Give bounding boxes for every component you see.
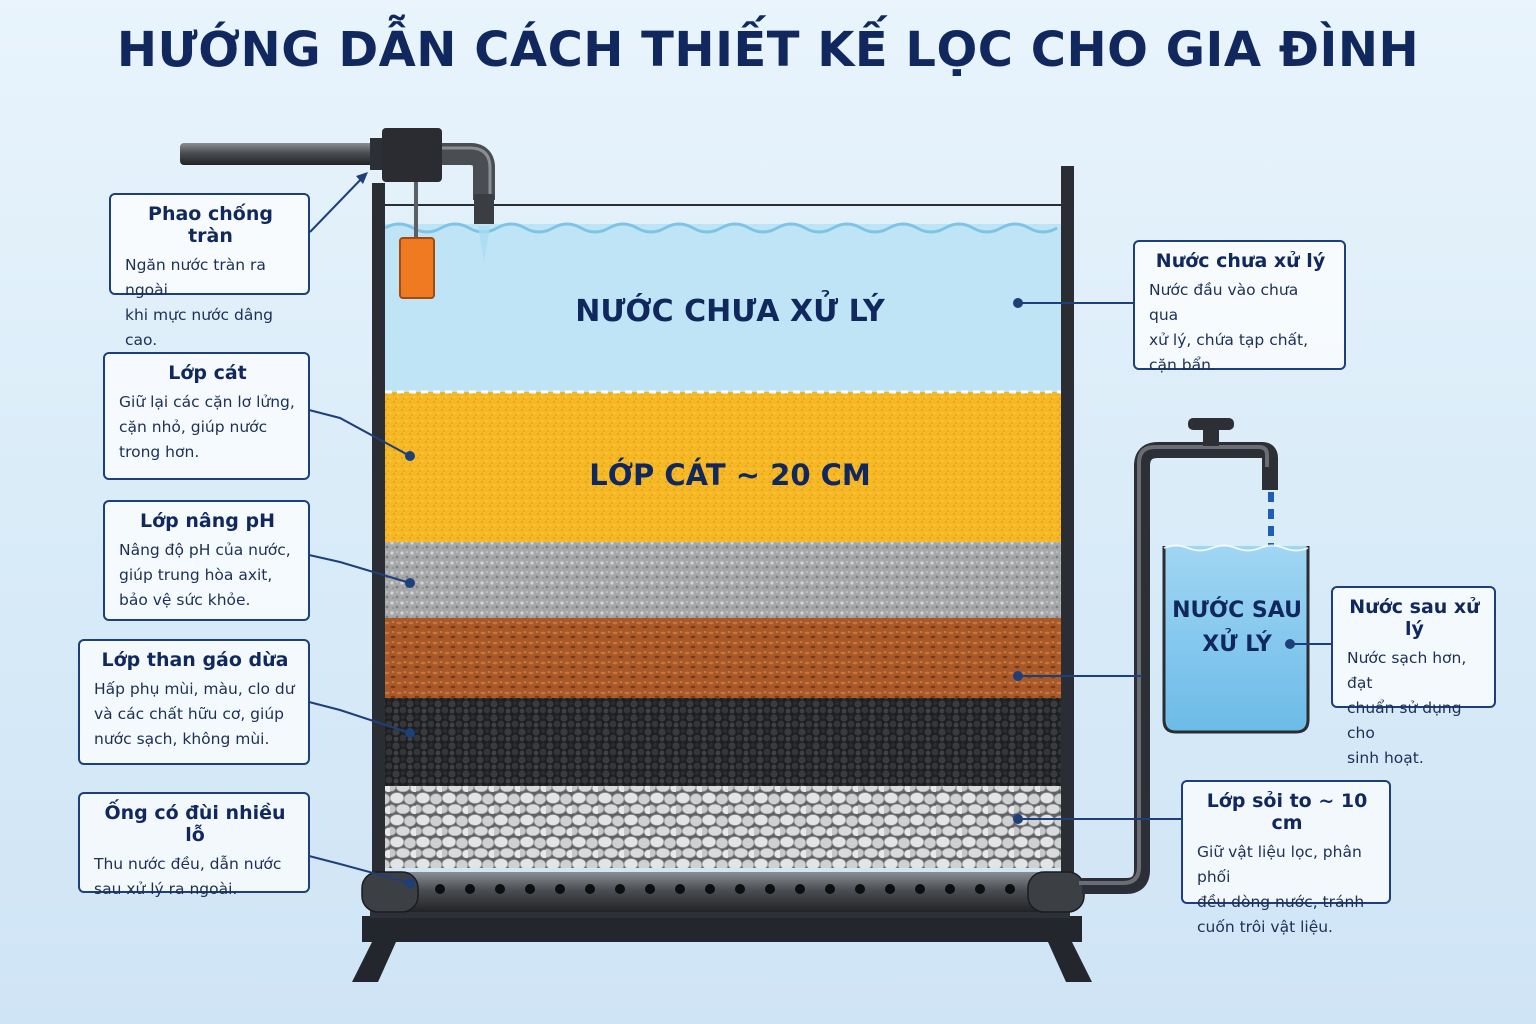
callout-line: trong hơn. bbox=[119, 443, 200, 461]
callout-body: Thu nước đều, dẫn nước sau xử lý ra ngoà… bbox=[94, 852, 296, 902]
outlet-pipe bbox=[1079, 418, 1278, 894]
callout-gravel: Lớp sỏi to ~ 10 cm Giữ vật liệu lọc, phâ… bbox=[1181, 780, 1391, 936]
callout-float-valve: Phao chống tràn Ngăn nước tràn ra ngoài … bbox=[109, 193, 310, 349]
callout-line: bảo vệ sức khỏe. bbox=[119, 591, 251, 609]
callout-line: Ngăn nước tràn ra ngoài bbox=[125, 256, 266, 299]
sand-layer-label: LỚP CÁT ~ 20 CM bbox=[589, 458, 871, 492]
callout-title: Phao chống tràn bbox=[148, 203, 273, 247]
pipe-hole bbox=[765, 884, 775, 894]
pipe-hole bbox=[495, 884, 505, 894]
callout-title: Ống có đùi nhiều lỗ bbox=[104, 802, 286, 846]
callout-body: Nước đầu vào chưa qua xử lý, chứa tạp ch… bbox=[1149, 278, 1332, 378]
pipe-hole bbox=[465, 884, 475, 894]
callout-line: giúp trung hòa axit, bbox=[119, 566, 273, 584]
water-surface bbox=[384, 222, 1058, 234]
pipe-hole bbox=[795, 884, 805, 894]
output-water-label-line2: XỬ LÝ bbox=[1202, 632, 1272, 657]
output-jar bbox=[1162, 544, 1310, 734]
callout-title: Lớp cát bbox=[168, 362, 247, 384]
pipe-hole bbox=[435, 884, 445, 894]
callout-body: Nước sạch hơn, đạt chuẩn sử dụng cho sin… bbox=[1347, 646, 1482, 771]
callout-line: Hấp phụ mùi, màu, clo dư bbox=[94, 680, 295, 698]
callout-line: sau xử lý ra ngoài. bbox=[94, 880, 238, 898]
callout-line: Nước đầu vào chưa qua bbox=[1149, 281, 1299, 324]
gravel-layer bbox=[385, 786, 1061, 868]
pipe-hole bbox=[615, 884, 625, 894]
callout-title: Nước chưa xử lý bbox=[1155, 250, 1326, 272]
pipe-hole bbox=[675, 884, 685, 894]
brown-layer bbox=[385, 618, 1061, 698]
callout-body: Ngăn nước tràn ra ngoài khi mực nước dân… bbox=[125, 253, 296, 353]
float-valve bbox=[399, 182, 435, 299]
callout-line: cặn bẩn. bbox=[1149, 356, 1216, 374]
callout-clean-water: Nước sau xử lý Nước sạch hơn, đạt chuẩn … bbox=[1331, 586, 1496, 767]
callout-line: cặn nhỏ, giúp nước bbox=[119, 418, 268, 436]
pipe-hole bbox=[945, 884, 955, 894]
leader-lines bbox=[308, 172, 1331, 884]
callout-perforated-pipe: Ống có đùi nhiều lỗ Thu nước đều, dẫn nư… bbox=[78, 792, 310, 898]
page-title: HƯỚNG DẪN CÁCH THIẾT KẾ LỌC CHO GIA ĐÌNH bbox=[116, 22, 1420, 78]
pipe-hole bbox=[555, 884, 565, 894]
pipe-hole bbox=[855, 884, 865, 894]
callout-line: khi mực nước dâng cao. bbox=[125, 306, 273, 349]
callout-body: Giữ lại các cặn lơ lửng, cặn nhỏ, giúp n… bbox=[119, 390, 296, 465]
tank-layers bbox=[384, 222, 1061, 868]
callout-line: Giữ lại các cặn lơ lửng, bbox=[119, 393, 295, 411]
tank-stand bbox=[352, 902, 1092, 982]
callout-ph: Lớp nâng pH Nâng độ pH của nước, giúp tr… bbox=[103, 500, 310, 621]
perforated-pipe bbox=[361, 871, 1085, 913]
callout-title: Lớp nâng pH bbox=[140, 510, 275, 532]
callout-line: đều dòng nước, tránh bbox=[1197, 893, 1365, 911]
pipe-hole bbox=[975, 884, 985, 894]
callout-sand: Lớp cát Giữ lại các cặn lơ lửng, cặn nhỏ… bbox=[103, 352, 310, 480]
output-water-label: NƯỚC SAU XỬ LÝ bbox=[1166, 594, 1308, 662]
callout-title: Nước sau xử lý bbox=[1349, 596, 1480, 640]
callout-line: cuốn trôi vật liệu. bbox=[1197, 918, 1333, 936]
callout-charcoal: Lớp than gáo dừa Hấp phụ mùi, màu, clo d… bbox=[78, 639, 310, 765]
water-layer-label: NƯỚC CHƯA XỬ LÝ bbox=[575, 294, 885, 329]
pipe-hole bbox=[525, 884, 535, 894]
inlet-pipe bbox=[180, 128, 495, 262]
pipe-hole bbox=[1005, 884, 1015, 894]
ph-layer bbox=[385, 542, 1061, 618]
charcoal-layer bbox=[385, 698, 1061, 786]
pipe-hole bbox=[915, 884, 925, 894]
sand-layer bbox=[385, 392, 1061, 542]
pipe-hole bbox=[585, 884, 595, 894]
callout-line: và các chất hữu cơ, giúp bbox=[94, 705, 284, 723]
pipe-hole bbox=[825, 884, 835, 894]
callout-line: Nước sạch hơn, đạt bbox=[1347, 649, 1467, 692]
callout-title: Lớp than gáo dừa bbox=[101, 649, 289, 671]
callout-title: Lớp sỏi to ~ 10 cm bbox=[1206, 790, 1368, 834]
leader-dots bbox=[405, 298, 1295, 888]
callout-line: Thu nước đều, dẫn nước bbox=[94, 855, 282, 873]
callout-body: Hấp phụ mùi, màu, clo dư và các chất hữu… bbox=[94, 677, 296, 752]
water-layer bbox=[385, 224, 1061, 392]
pipe-hole bbox=[705, 884, 715, 894]
callout-line: nước sạch, không mùi. bbox=[94, 730, 270, 748]
callout-line: xử lý, chứa tạp chất, bbox=[1149, 331, 1309, 349]
callout-body: Nâng độ pH của nước, giúp trung hòa axit… bbox=[119, 538, 296, 613]
pipe-hole bbox=[735, 884, 745, 894]
callout-raw-water: Nước chưa xử lý Nước đầu vào chưa qua xử… bbox=[1133, 240, 1346, 374]
pipe-hole bbox=[645, 884, 655, 894]
callout-line: Giữ vật liệu lọc, phân phối bbox=[1197, 843, 1362, 886]
callout-line: chuẩn sử dụng cho bbox=[1347, 699, 1462, 742]
output-water-label-line1: NƯỚC SAU bbox=[1172, 598, 1302, 623]
pipe-hole bbox=[885, 884, 895, 894]
callout-body: Giữ vật liệu lọc, phân phối đều dòng nướ… bbox=[1197, 840, 1377, 940]
callout-line: Nâng độ pH của nước, bbox=[119, 541, 291, 559]
callout-line: sinh hoạt. bbox=[1347, 749, 1424, 767]
